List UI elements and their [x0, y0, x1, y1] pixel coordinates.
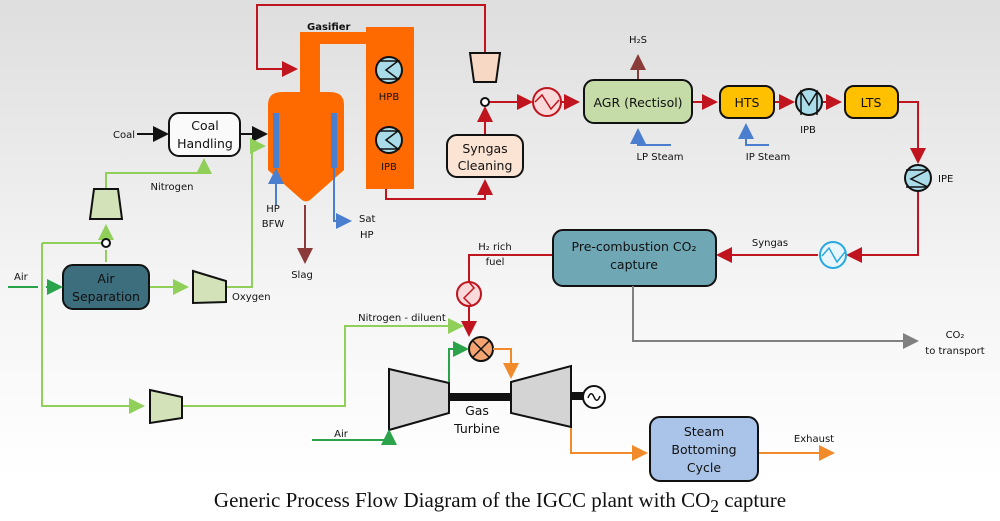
precombustion-capture-block[interactable]: Pre-combustion CO₂ capture [552, 229, 717, 287]
svg-text:Handling: Handling [177, 136, 233, 151]
n2-diluent-feed-line [41, 243, 145, 414]
ipb-label: IPB [800, 125, 816, 136]
ipb-gas-exchanger-icon [375, 126, 403, 154]
hpb-label: HPB [379, 92, 400, 103]
caption-subscript: 2 [710, 496, 720, 517]
co2-line [632, 286, 919, 349]
oxygen-label: Oxygen [232, 292, 271, 303]
turbine-shaft [449, 393, 511, 401]
figure-caption: Generic Process Flow Diagram of the IGCC… [0, 488, 1000, 517]
svg-text:Separation: Separation [72, 289, 140, 304]
air-label: Air [14, 272, 29, 283]
gt-compressor-icon [388, 367, 450, 432]
svg-text:Cycle: Cycle [687, 460, 721, 475]
hp-label: HP [266, 204, 280, 215]
ipb-gas-label: IPB [381, 162, 397, 173]
gt-expander-icon [510, 364, 572, 429]
sat-hp-coil [331, 113, 337, 168]
nitrogen-splitter-icon [101, 238, 111, 248]
ipe-label: IPE [938, 174, 953, 185]
syngas-cooler-icon [532, 87, 562, 117]
to-transport-label: to transport [925, 346, 985, 357]
svg-text:LTS: LTS [861, 95, 882, 110]
fuel-heater-icon [456, 281, 482, 307]
hts-block[interactable]: HTS [719, 85, 775, 119]
syngas-cleaning-block[interactable]: Syngas Cleaning [446, 134, 524, 178]
compressed-air-line [448, 341, 469, 382]
svg-text:Steam: Steam [684, 424, 724, 439]
gas-label: Gas [465, 403, 489, 418]
ipb-exchanger-icon [795, 88, 823, 116]
combustor-icon [468, 336, 494, 362]
sat-label: Sat [359, 214, 375, 225]
syngas-splitter-icon [480, 97, 490, 107]
syngas-heater-icon [819, 241, 847, 269]
steam-bottoming-block[interactable]: Steam Bottoming Cycle [649, 416, 759, 482]
coal-handling-block[interactable]: Coal Handling [168, 112, 241, 157]
nitrogen-compressor-icon [88, 188, 124, 220]
gasifier [268, 27, 414, 202]
recycle-compressor-icon [468, 52, 502, 83]
svg-text:Syngas: Syngas [462, 141, 507, 156]
hpb-exchanger-icon [375, 56, 403, 84]
svg-text:capture: capture [610, 257, 658, 272]
oxygen-compressor-icon [192, 269, 227, 305]
syngas-lines [256, 4, 926, 337]
ip-steam-label: IP Steam [746, 152, 790, 163]
co2-label: CO₂ [946, 330, 965, 341]
sat-hp-label: HP [360, 230, 374, 241]
svg-text:Air: Air [97, 271, 115, 286]
sat-hp-line [333, 168, 352, 229]
bfw-label: BFW [262, 219, 285, 230]
lp-steam-line [630, 128, 671, 146]
air-separation-block[interactable]: Air Separation [62, 264, 150, 310]
gasifier-vessel [268, 92, 344, 202]
gasifier-title: Gasifier [307, 22, 351, 33]
lp-steam-label: LP Steam [636, 152, 683, 163]
coal-label: Coal [113, 130, 135, 141]
turbine-label: Turbine [453, 421, 500, 436]
nitrogen-label: Nitrogen [150, 182, 193, 193]
exhaust-label: Exhaust [794, 434, 834, 445]
generator-icon [582, 385, 606, 409]
gt-air-line [312, 429, 397, 445]
syngas-label: Syngas [752, 238, 788, 249]
hot-gas-line [493, 348, 519, 379]
svg-text:Cleaning: Cleaning [458, 158, 513, 173]
svg-text:Bottoming: Bottoming [671, 442, 736, 457]
caption-text: Generic Process Flow Diagram of the IGCC… [213, 488, 711, 512]
flue-gas-line [570, 428, 648, 461]
nitrogen-diluent-line [182, 318, 464, 407]
svg-text:Pre-combustion CO₂: Pre-combustion CO₂ [572, 239, 697, 254]
generator-shaft [570, 392, 584, 400]
ipe-exchanger-icon [904, 164, 932, 192]
nitrogen-line [105, 158, 212, 189]
agr-block[interactable]: AGR (Rectisol) [583, 79, 693, 124]
nitrogen-diluent-label: Nitrogen - diluent [358, 313, 446, 324]
lts-block[interactable]: LTS [844, 85, 899, 119]
caption-end: capture [719, 488, 787, 512]
fuel-label: fuel [486, 257, 505, 268]
ip-steam-line [738, 123, 769, 146]
hp-bfw-coil [273, 113, 279, 168]
svg-text:AGR (Rectisol): AGR (Rectisol) [593, 95, 682, 110]
boiler-column [366, 27, 414, 189]
diluent-compressor-icon [149, 388, 183, 425]
slag-label: Slag [291, 270, 313, 281]
gt-air-label: Air [334, 429, 349, 440]
svg-text:Coal: Coal [191, 118, 219, 133]
svg-text:HTS: HTS [735, 95, 760, 110]
h2s-label: H₂S [629, 35, 647, 46]
oxygen-line [226, 138, 266, 288]
h2-rich-label: H₂ rich [478, 242, 511, 253]
